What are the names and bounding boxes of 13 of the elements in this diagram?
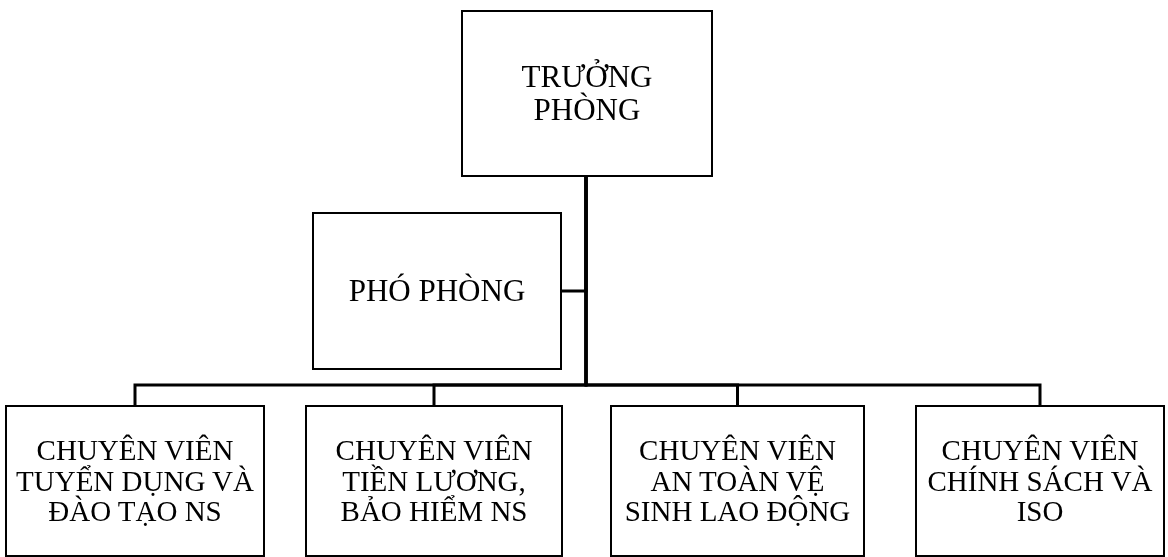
position-title: TRƯỞNG PHÒNG [520,60,654,127]
position-box [312,212,562,370]
position-box [461,10,713,177]
position-box [5,405,265,557]
position-title: PHÓ PHÒNG [348,274,526,308]
connector-line [584,177,1042,405]
position-title: CHUYÊN VIÊN TIỀN LƯƠNG, BẢO HIỂM NS [334,435,534,527]
position-box [915,405,1165,557]
position-title: CHUYÊN VIÊN AN TOÀN VỆ SINH LAO ĐỘNG [623,435,852,527]
position-title: CHUYÊN VIÊN TUYỂN DỤNG VÀ ĐÀO TẠO NS [15,435,255,527]
position-title: CHUYÊN VIÊN CHÍNH SÁCH VÀ ISO [926,435,1154,527]
position-box [610,405,865,557]
position-box [305,405,563,557]
